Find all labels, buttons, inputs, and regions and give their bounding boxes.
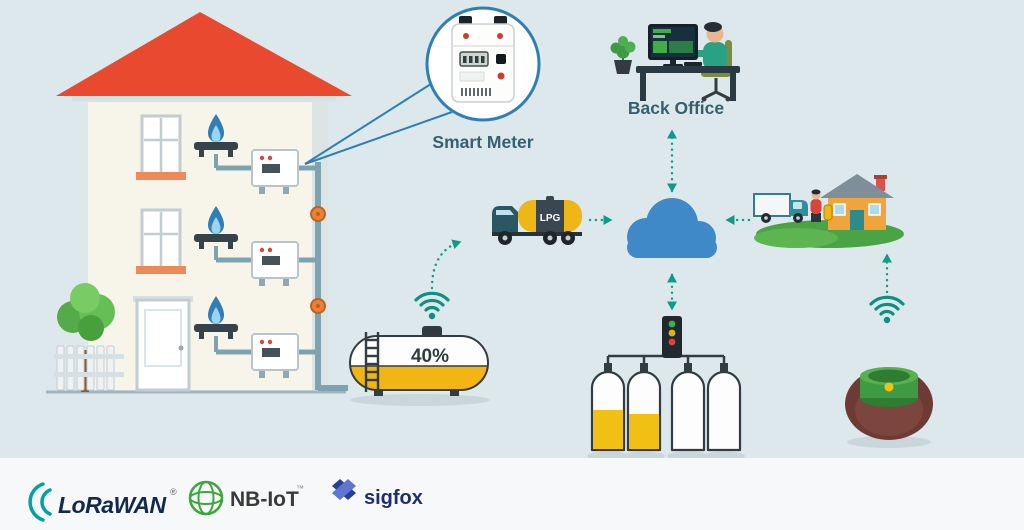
tree [57, 283, 115, 392]
footer-bar [0, 458, 1024, 530]
back-office-scene [610, 22, 740, 102]
cloud-icon [627, 198, 717, 258]
roof [56, 12, 352, 96]
gas-cylinder [670, 363, 706, 452]
arrow-tank-to-truck [430, 239, 462, 290]
changeover-indicator [662, 316, 682, 358]
globe-icon [188, 480, 224, 516]
lorawan-logo: LoRaWAN ® [28, 482, 177, 522]
sigfox-wordmark: sigfox [364, 487, 423, 509]
apartment-building [56, 12, 352, 392]
flow-arrows [430, 129, 892, 311]
office-chair [701, 40, 732, 102]
sigfox-mark-icon [332, 479, 356, 500]
entrance-door [133, 296, 193, 392]
delivery-truck [753, 193, 808, 223]
window [136, 114, 186, 180]
pipe-valve-icon [310, 298, 326, 314]
storage-tank: 40% [349, 326, 490, 406]
smart-meter-label: Smart Meter [432, 132, 533, 152]
nbiot-logo: NB-IoT ™ [188, 480, 304, 516]
gas-cylinder [706, 363, 742, 452]
back-office-label: Back Office [628, 98, 725, 118]
level-sensor-device [860, 367, 918, 407]
lorawan-wordmark: LoRaWAN [58, 492, 167, 518]
lpg-truck-label: LPG [540, 213, 561, 224]
nbiot-wordmark: NB-IoT [230, 488, 299, 511]
smart-meter-device [451, 16, 515, 103]
smart-meter-callout [304, 6, 541, 165]
lorawan-arcs-icon [28, 482, 52, 522]
plant-icon [610, 36, 636, 74]
sigfox-logo: sigfox [332, 479, 423, 509]
lorawan-registered-mark: ® [170, 487, 177, 497]
tank-transmitter [422, 326, 442, 337]
gas-cylinder [626, 363, 662, 452]
nbiot-trademark: ™ [296, 484, 304, 493]
window [136, 208, 186, 274]
gas-cylinder [590, 363, 626, 452]
pipe-valve-icon [310, 206, 326, 222]
desk [636, 62, 740, 101]
monitor-icon [648, 24, 698, 67]
delivery-scene [753, 174, 904, 248]
fence [54, 345, 124, 391]
tank-level-label: 40% [411, 346, 449, 367]
cylinder-bank [587, 316, 745, 461]
sensor-scene [845, 367, 933, 448]
tank-ladder [364, 332, 380, 392]
customer-house [820, 174, 894, 230]
lpg-truck: LPG [492, 196, 582, 245]
delivery-person [810, 189, 833, 222]
